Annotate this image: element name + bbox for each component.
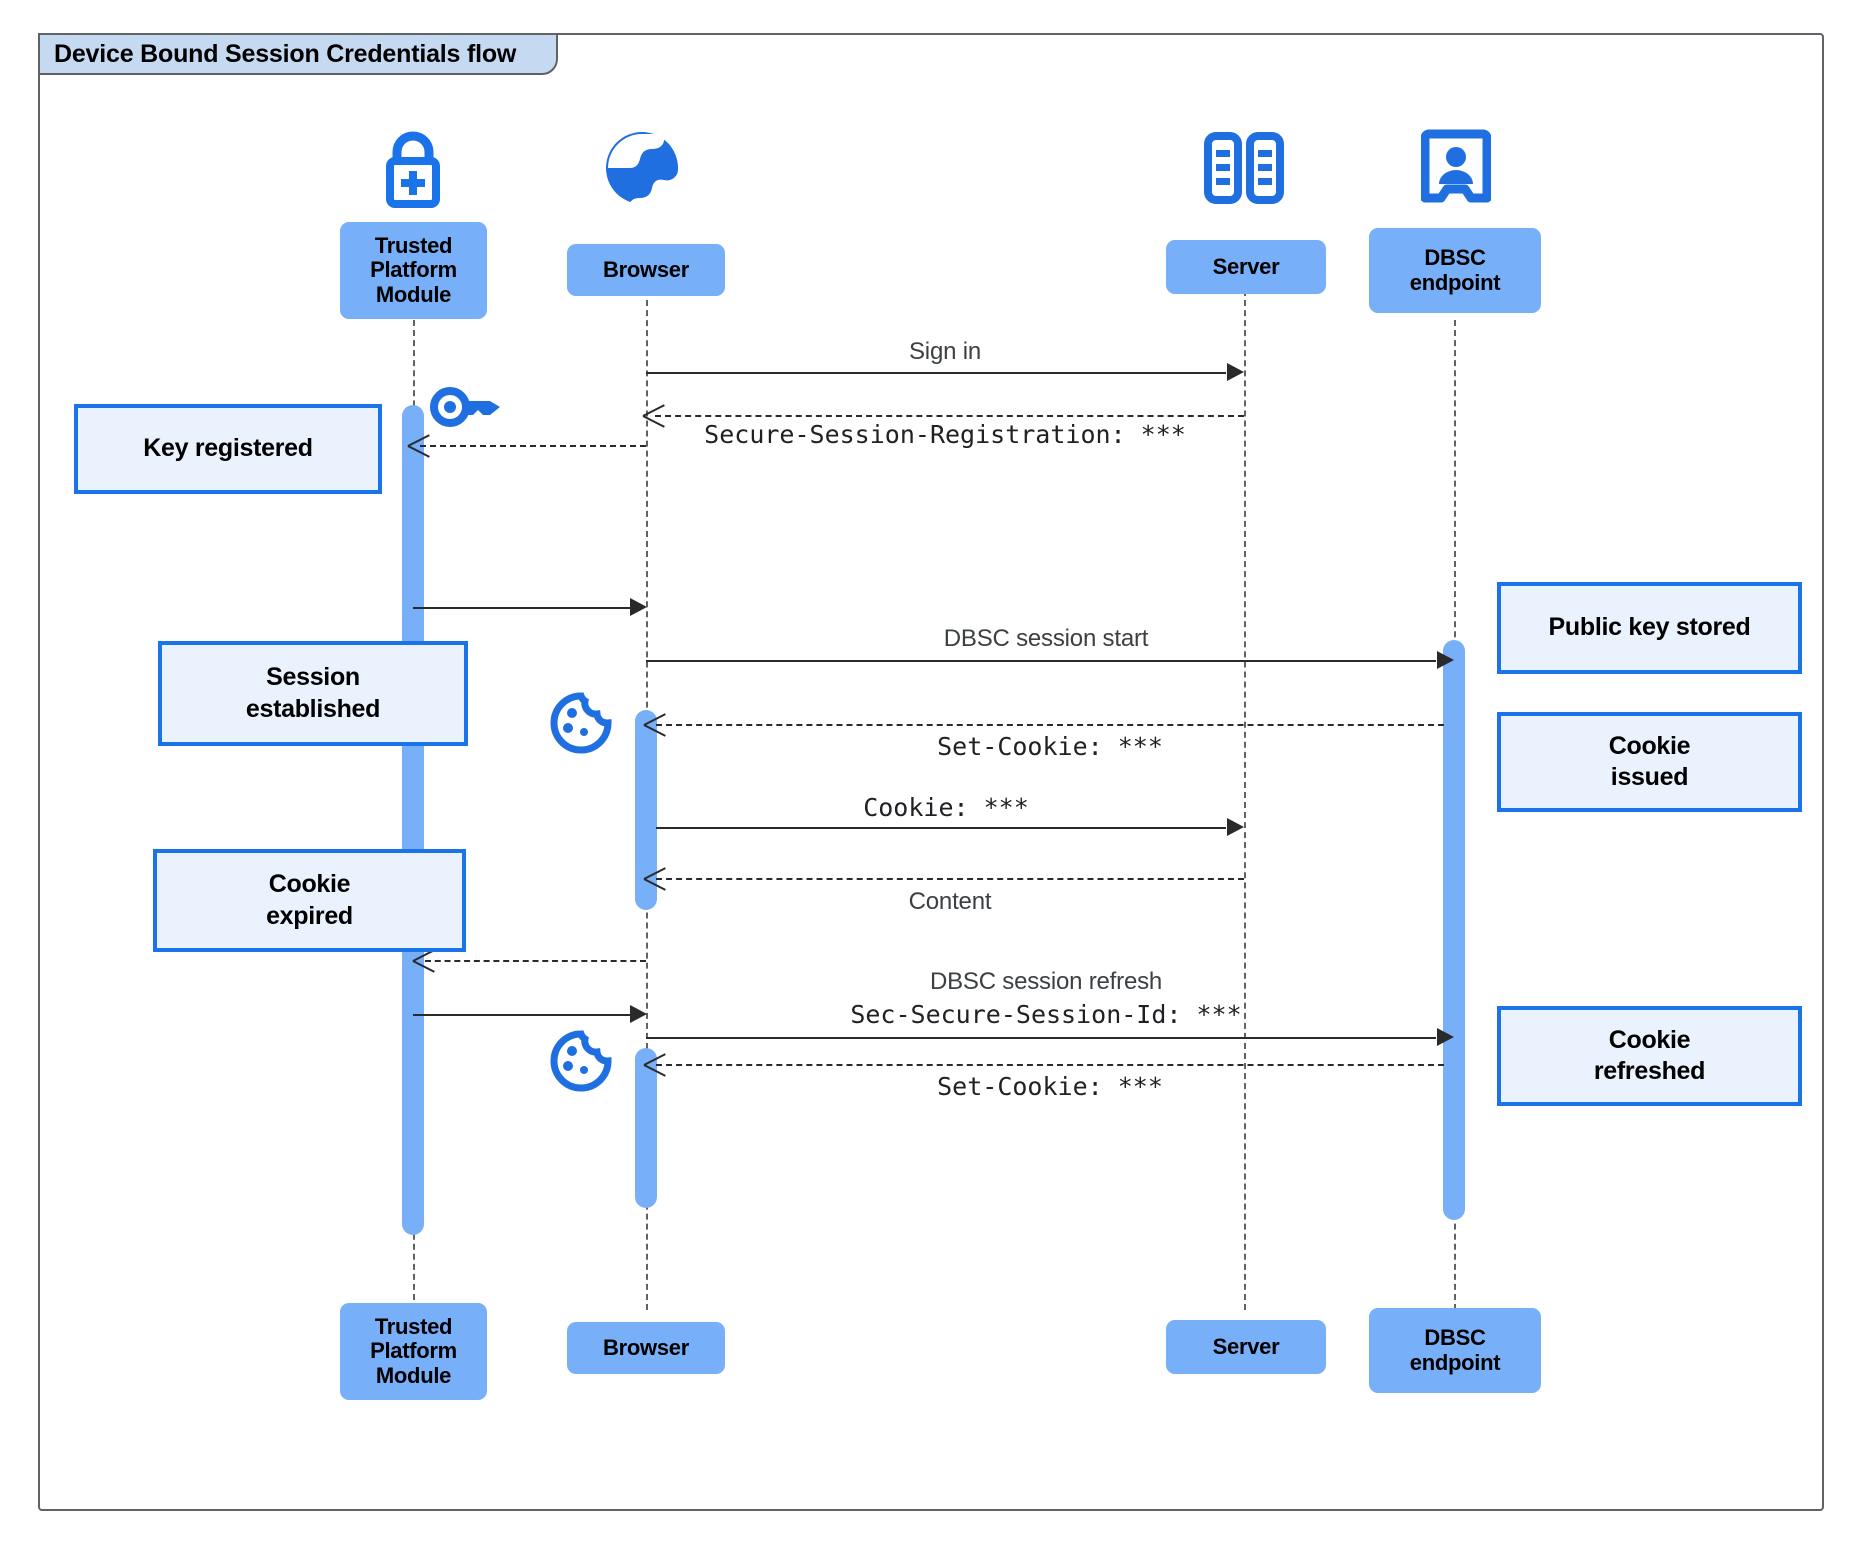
participant-server-top-label: Server: [1212, 253, 1280, 279]
participant-browser-top-label: Browser: [603, 256, 689, 282]
message-arrowhead-key-to-tpm: [408, 435, 428, 455]
message-line-secure-session-registration: [655, 415, 1244, 417]
participant-server-top[interactable]: Server: [1166, 240, 1326, 294]
message-arrowhead-browser-to-tpm: [413, 950, 433, 970]
note-key-registered: Key registered: [74, 404, 382, 494]
message-line-content: [656, 878, 1244, 880]
participant-dbsc-top[interactable]: DBSC endpoint: [1369, 228, 1541, 313]
padlock-plus-icon: [371, 128, 455, 208]
message-arrowhead-set-cookie-2: [644, 1054, 664, 1074]
note-cookie-refreshed-label: Cookie refreshed: [1593, 1025, 1706, 1085]
message-label-dbsc-session-refresh: DBSC session refresh: [929, 968, 1163, 995]
activation-tpm: [402, 405, 424, 1235]
message-label-sec-secure-session-id: Sec-Secure-Session-Id: ***: [850, 1000, 1242, 1029]
message-line-dbsc-session-refresh-2: [646, 1037, 1436, 1039]
cookie-icon-1: [548, 692, 614, 754]
message-line-dbsc-session-start: [646, 660, 1436, 662]
diagram-title-tab: Device Bound Session Credentials flow: [38, 33, 559, 75]
participant-tpm-bottom[interactable]: Trusted Platform Module: [340, 1303, 487, 1400]
note-cookie-expired-label: Cookie expired: [266, 870, 353, 930]
globe-icon: [600, 128, 684, 208]
activation-browser-1: [635, 710, 657, 910]
note-public-key-stored-label: Public key stored: [1548, 613, 1751, 642]
message-line-sign-in: [646, 372, 1226, 374]
id-badge-icon: [1420, 128, 1492, 208]
note-session-established: Session established: [158, 641, 468, 746]
note-cookie-issued-label: Cookie issued: [1608, 731, 1691, 791]
participant-dbsc-bottom-label: DBSC endpoint: [1409, 1324, 1501, 1375]
message-line-set-cookie-2: [656, 1064, 1444, 1066]
message-arrowhead-cookie: [1227, 818, 1244, 836]
message-label-dbsc-session-start: DBSC session start: [943, 625, 1149, 652]
message-label-sign-in: Sign in: [909, 338, 981, 365]
participant-server-bottom[interactable]: Server: [1166, 1320, 1326, 1374]
note-public-key-stored: Public key stored: [1497, 582, 1802, 674]
message-line-dbsc-session-refresh-1: [413, 1014, 633, 1016]
note-cookie-refreshed: Cookie refreshed: [1497, 1006, 1802, 1106]
participant-browser-bottom-label: Browser: [603, 1334, 689, 1360]
participant-server-bottom-label: Server: [1212, 1333, 1280, 1359]
key-icon: [428, 385, 508, 437]
note-cookie-expired: Cookie expired: [153, 849, 466, 952]
note-key-registered-label: Key registered: [143, 434, 313, 463]
message-arrowhead-content: [644, 868, 664, 888]
diagram-title: Device Bound Session Credentials flow: [54, 39, 517, 68]
message-line-tpm-to-browser: [413, 607, 633, 609]
server-rack-icon: [1201, 128, 1287, 208]
participant-tpm-top[interactable]: Trusted Platform Module: [340, 222, 487, 319]
message-line-key-to-tpm: [420, 445, 646, 447]
message-label-secure-session-registration: Secure-Session-Registration: ***: [704, 420, 1186, 449]
message-arrowhead-dbsc-session-refresh-1: [630, 1005, 647, 1023]
activation-dbsc: [1443, 640, 1465, 1220]
message-arrowhead-dbsc-session-start: [1437, 651, 1454, 669]
message-label-cookie: Cookie: ***: [863, 793, 1029, 822]
participant-tpm-bottom-label: Trusted Platform Module: [370, 1313, 457, 1388]
participant-browser-bottom[interactable]: Browser: [567, 1322, 725, 1374]
message-label-set-cookie-2: Set-Cookie: ***: [937, 1072, 1163, 1101]
participant-dbsc-top-label: DBSC endpoint: [1409, 244, 1501, 295]
participant-tpm-top-label: Trusted Platform Module: [370, 232, 457, 307]
lifeline-server: [1244, 290, 1246, 1310]
note-session-established-label: Session established: [245, 663, 381, 723]
message-arrowhead-set-cookie-1: [644, 714, 664, 734]
message-arrowhead-tpm-to-browser: [630, 598, 647, 616]
activation-browser-2: [635, 1048, 657, 1208]
message-line-set-cookie-1: [656, 724, 1444, 726]
message-arrowhead-dbsc-session-refresh-2: [1437, 1028, 1454, 1046]
participant-browser-top[interactable]: Browser: [567, 244, 725, 296]
message-label-content: Content: [908, 888, 992, 915]
message-line-cookie: [656, 827, 1226, 829]
note-cookie-issued: Cookie issued: [1497, 712, 1802, 812]
message-label-set-cookie-1: Set-Cookie: ***: [937, 732, 1163, 761]
message-arrowhead-sign-in: [1227, 363, 1244, 381]
participant-dbsc-bottom[interactable]: DBSC endpoint: [1369, 1308, 1541, 1393]
cookie-icon-2: [548, 1030, 614, 1092]
message-line-browser-to-tpm: [425, 960, 646, 962]
